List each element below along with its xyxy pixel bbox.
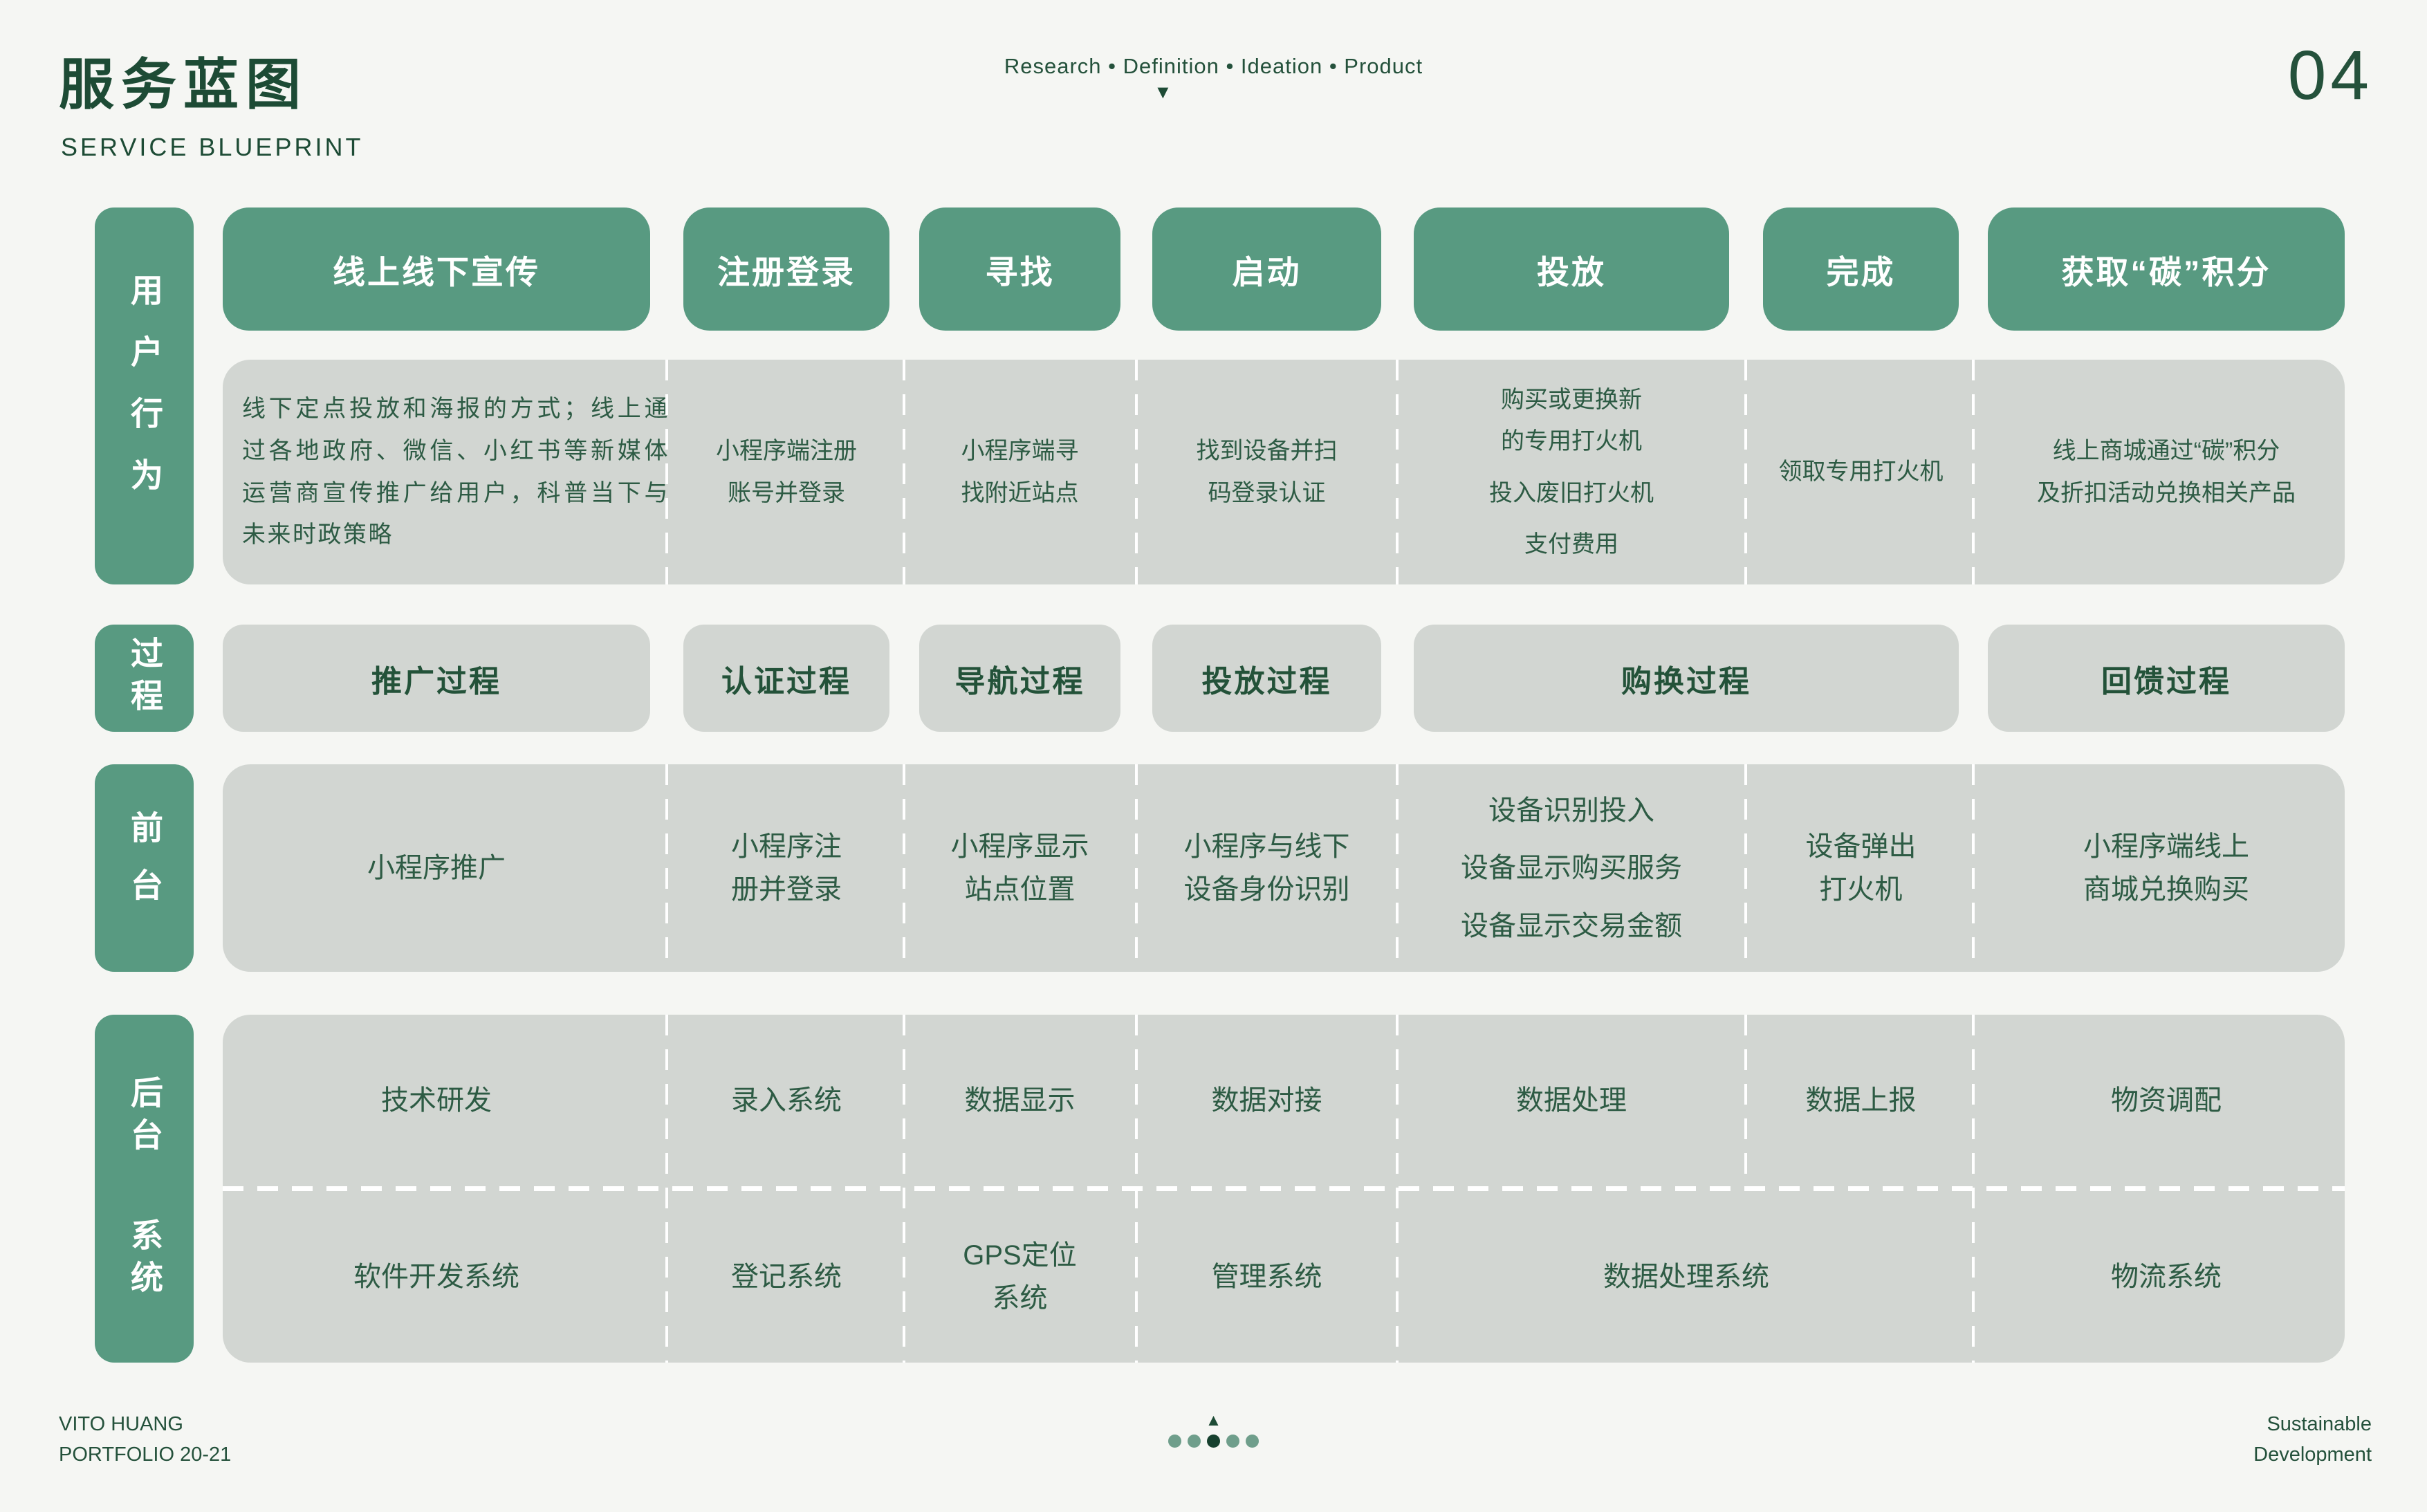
lane-label-text: 后台 [126,1075,163,1160]
cell-front-promotion: 小程序推广 [367,853,506,883]
dashed-divider [1396,1015,1399,1363]
cell-user-find: 小程序端寻 找附近站点 [961,437,1079,506]
dashed-divider [1396,360,1399,584]
dashed-divider-horizontal [223,1186,2345,1191]
stage-finish: 完成 [1763,208,1959,331]
cell-user-finish: 领取专用打火机 [1778,459,1944,486]
cell-back-reporting: 数据上报 [1805,1085,1917,1116]
cell-back-software-system: 软件开发系统 [353,1262,519,1292]
lane-label-process: 过程 [95,625,194,732]
footer-theme-line: Sustainable [2267,1413,2372,1435]
dashed-divider [903,1015,905,1363]
stage-carbon-points: 获取“碳”积分 [1988,208,2345,331]
cell-back-entry: 录入系统 [731,1085,842,1116]
dashed-divider [1744,764,1747,972]
cell-back-gps-system: GPS定位 系统 [963,1240,1077,1313]
cell-line: 购买或更换新 的专用打火机 [1501,386,1642,455]
pagination-dot [1226,1435,1239,1448]
dashed-divider [1972,1015,1975,1363]
lane-label-text: 用户行为 [126,273,163,519]
cell-user-register: 小程序端注册 账号并登录 [716,437,857,506]
process-deposit: 投放过程 [1152,625,1381,732]
cell-back-processing: 数据处理 [1516,1085,1627,1116]
lane-label-text: 系统 [126,1217,163,1302]
stage-deposit: 投放 [1414,208,1729,331]
stage-start: 启动 [1152,208,1381,331]
lane-backstage-system: 技术研发 录入系统 数据显示 数据对接 数据处理 数据上报 物资调配 软件开发系… [223,1015,2345,1363]
footer-theme: Sustainable Development [2253,1410,2372,1470]
cell-back-display: 数据显示 [964,1085,1076,1116]
dashed-divider [1135,360,1138,584]
pagination-dot [1168,1435,1181,1448]
pagination: ▲ [0,1412,2427,1448]
page-title: 服务蓝图 [59,54,308,116]
lane-label-user-behavior: 用户行为 [95,208,194,584]
cell-front-register: 小程序注 册并登录 [731,831,842,905]
breadcrumb-marker-icon: ▼ [1154,82,1172,102]
dashed-divider [903,360,905,584]
lane-label-text: 过程 [126,636,163,721]
process-certification: 认证过程 [683,625,889,732]
dashed-divider [1135,764,1138,972]
cell-line: 设备显示购买服务 [1461,853,1682,883]
cell-back-allocation: 物资调配 [2111,1085,2222,1116]
pagination-dot [1188,1435,1201,1448]
dashed-divider [1744,1015,1747,1186]
cell-front-find: 小程序显示 站点位置 [950,831,1089,905]
dashed-divider [1972,360,1975,584]
cell-front-deposit: 设备识别投入 设备显示购买服务 设备显示交易金额 [1414,764,1729,972]
process-feedback: 回馈过程 [1988,625,2345,732]
pagination-dot [1246,1435,1259,1448]
dashed-divider [1744,360,1747,584]
footer-theme-line: Development [2253,1443,2372,1466]
footer-portfolio-label: PORTFOLIO 20-21 [59,1443,232,1466]
process-navigation: 导航过程 [919,625,1120,732]
cell-front-points: 小程序端线上 商城兑换购买 [2083,831,2249,905]
cell-back-management-system: 管理系统 [1211,1262,1322,1292]
dashed-divider [665,1015,668,1363]
page-subtitle: SERVICE BLUEPRINT [61,133,364,161]
lane-label-backstage-system: 后台 系统 [95,1015,194,1363]
process-breadcrumb: Research • Definition • Ideation • Produ… [1004,54,1423,78]
lane-label-frontstage: 前台 [95,764,194,972]
dashed-divider [1972,764,1975,972]
pagination-marker-icon: ▲ [1205,1411,1222,1430]
pagination-dots [1168,1435,1259,1448]
cell-line: 投入废旧打火机 [1489,479,1654,506]
cell-back-logistics-system: 物流系统 [2111,1262,2222,1292]
backstage-subrow-top: 技术研发 录入系统 数据显示 数据对接 数据处理 数据上报 物资调配 [223,1015,2345,1186]
cell-line: 设备显示交易金额 [1461,910,1682,941]
dashed-divider [1135,1015,1138,1363]
cell-user-deposit: 购买或更换新 的专用打火机 投入废旧打火机 支付费用 [1414,360,1729,584]
cell-user-points: 线上商城通过“碳”积分 及折扣活动兑换相关产品 [2037,437,2296,506]
stage-register-login: 注册登录 [683,208,889,331]
cell-back-registration-system: 登记系统 [731,1262,842,1292]
cell-user-start: 找到设备并扫 码登录认证 [1196,437,1338,506]
cell-line: 支付费用 [1524,531,1618,557]
footer-author-name: VITO HUANG [59,1413,183,1435]
stage-find: 寻找 [919,208,1120,331]
pagination-dot-active [1207,1435,1220,1448]
cell-back-docking: 数据对接 [1211,1085,1322,1116]
backstage-subrow-bottom: 软件开发系统 登记系统 GPS定位 系统 管理系统 数据处理系统 物流系统 [223,1191,2345,1363]
cell-line: 设备识别投入 [1488,795,1654,826]
dashed-divider [665,360,668,584]
lane-label-text: 前台 [126,811,163,925]
dashed-divider [1396,764,1399,972]
lane-user-behavior: 线下定点投放和海报的方式；线上通过各地政府、微信、小红书等新媒体运营商宣传推广给… [223,360,2345,584]
process-promotion: 推广过程 [223,625,650,732]
cell-back-rnd: 技术研发 [381,1085,492,1116]
cell-front-finish: 设备弹出 打火机 [1805,831,1917,905]
footer-author: VITO HUANG PORTFOLIO 20-21 [59,1410,231,1470]
page-number: 04 [2287,37,2373,114]
lane-frontstage: 小程序推广 小程序注 册并登录 小程序显示 站点位置 小程序与线下 设备身份识别… [223,764,2345,972]
dashed-divider [665,764,668,972]
stage-promotion: 线上线下宣传 [223,208,650,331]
cell-back-data-system: 数据处理系统 [1603,1262,1769,1292]
cell-front-start: 小程序与线下 设备身份识别 [1183,831,1350,905]
dashed-divider [903,764,905,972]
cell-user-promotion: 线下定点投放和海报的方式；线上通过各地政府、微信、小红书等新媒体运营商宣传推广给… [242,396,670,548]
process-purchase-exchange: 购换过程 [1414,625,1959,732]
